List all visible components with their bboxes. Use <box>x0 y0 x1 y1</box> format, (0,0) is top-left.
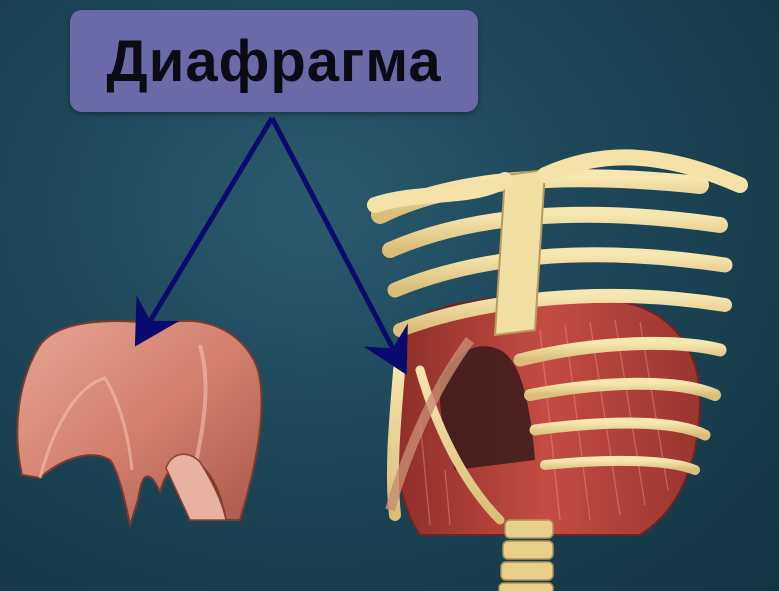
rib-cage-model <box>375 157 740 591</box>
arrow-to-rib-cage-diaphragm <box>272 118 402 366</box>
arrow-to-diaphragm-model <box>140 118 272 338</box>
diaphragm-model <box>17 321 261 525</box>
